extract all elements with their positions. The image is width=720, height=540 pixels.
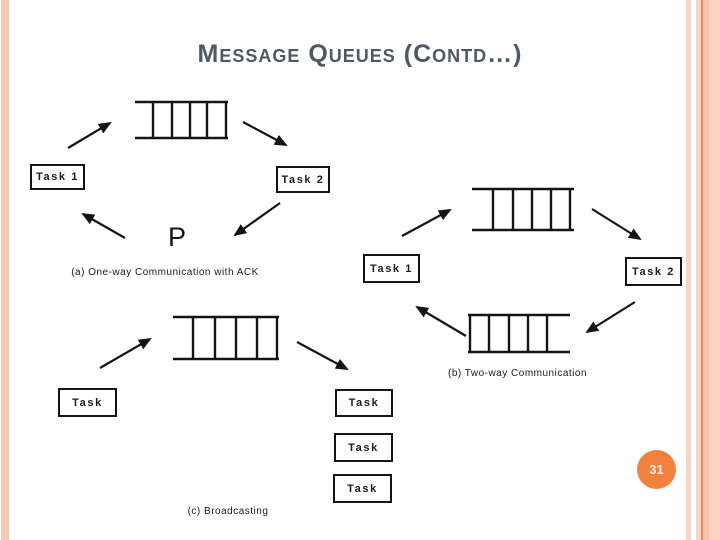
arrow-task2-to-bottomqueue-icon xyxy=(585,301,636,334)
arrow-task1-to-queue-icon xyxy=(67,121,112,149)
arrow-topqueue-to-task2-icon xyxy=(591,208,642,241)
queue-b-bottom-icon xyxy=(468,313,570,354)
arrow-queue-to-tasks-icon xyxy=(296,341,349,370)
caption-a: (a) One-way Communication with ACK xyxy=(71,267,259,278)
task-box-c-receiver-3: Task xyxy=(333,474,392,503)
arrow-queue-to-task2-icon xyxy=(242,121,288,146)
queue-a-icon xyxy=(135,100,228,140)
queue-c-icon xyxy=(173,315,279,361)
flow-arrows-c xyxy=(99,337,349,370)
task-box-label: Task 2 xyxy=(631,265,676,278)
caption-c: (c) Broadcasting xyxy=(187,506,269,517)
flow-arrows-b xyxy=(401,208,642,337)
ack-pointer-label: P xyxy=(167,222,186,252)
task-box-c-sender: Task xyxy=(58,388,117,417)
page-number: 31 xyxy=(649,462,664,477)
arrow-bottomqueue-to-task1-icon xyxy=(415,305,467,337)
right-border-stripe xyxy=(686,0,691,540)
right-border-stripe xyxy=(701,0,703,540)
page-number-badge: 31 xyxy=(637,450,676,489)
task-box-c-receiver-1: Task xyxy=(335,389,393,417)
task-box-label: Task 1 xyxy=(369,262,414,275)
task-box-b2: Task 2 xyxy=(625,257,682,286)
right-border-stripe xyxy=(696,0,701,540)
task-box-label: Task xyxy=(348,397,380,409)
arrow-task2-to-ack-icon xyxy=(233,202,281,237)
task-box-b1: Task 1 xyxy=(363,254,420,283)
right-border-stripe xyxy=(709,0,720,540)
arrow-task-to-queue-icon xyxy=(99,337,152,369)
task-box-label: Task xyxy=(348,441,379,454)
right-border-stripe xyxy=(703,0,709,540)
arrow-task1-to-topqueue-icon xyxy=(401,209,452,237)
caption-b: (b) Two-way Communication xyxy=(447,368,588,379)
task-box-a2: Task 2 xyxy=(276,166,330,193)
flow-arrows-a xyxy=(67,121,288,239)
queue-b-top-icon xyxy=(472,187,574,232)
task-box-label: Task xyxy=(72,396,103,409)
task-box-label: Task 1 xyxy=(35,171,80,183)
task-box-label: Task xyxy=(347,482,378,495)
task-box-label: Task 2 xyxy=(281,173,325,186)
slide-title: Message Queues (Contd…) xyxy=(197,40,523,68)
left-border-stripe xyxy=(1,0,9,540)
arrow-ack-to-task1-icon xyxy=(81,213,126,239)
task-box-c-receiver-2: Task xyxy=(334,433,393,462)
task-box-a1: Task 1 xyxy=(30,164,85,190)
